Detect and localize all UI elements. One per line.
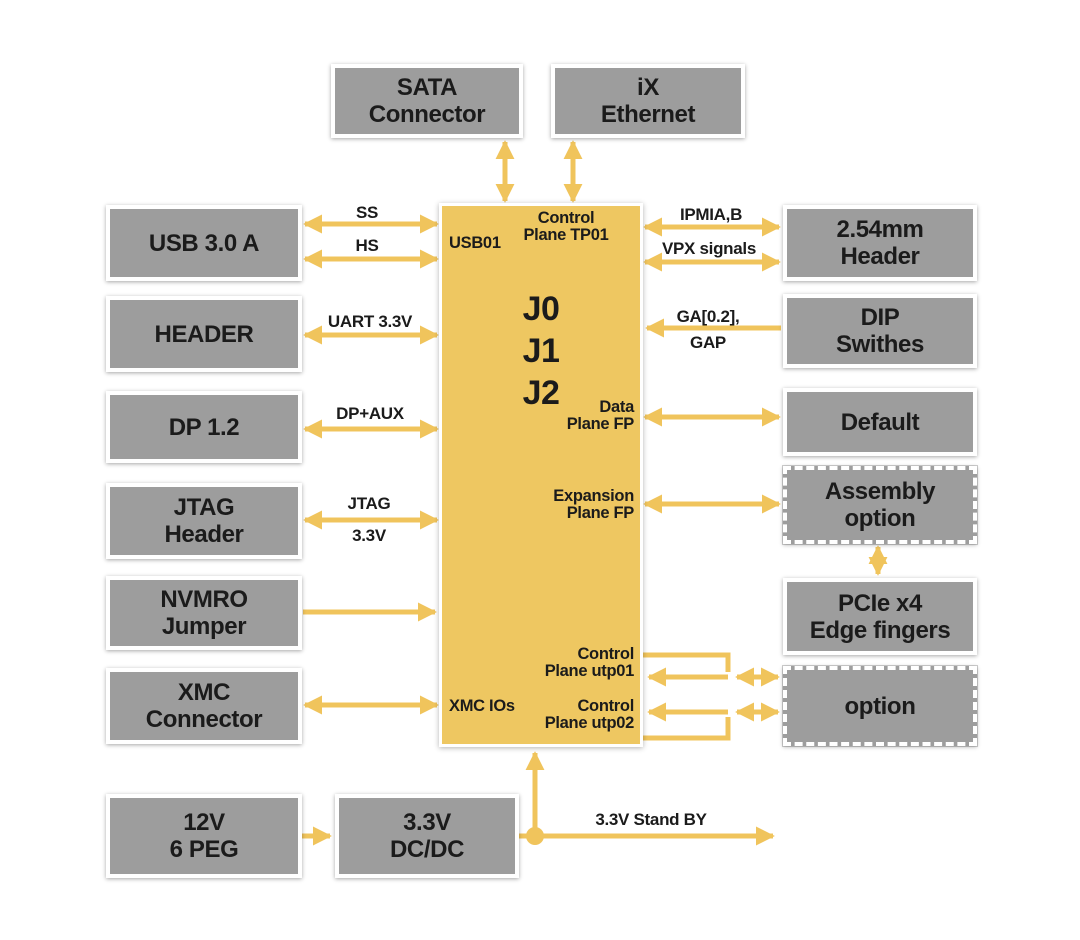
wire-label-hs: HS	[355, 236, 379, 255]
wire-label-uart: UART 3.3V	[327, 312, 413, 331]
block-label-j0-j1-j2: J0 J1 J2	[522, 290, 560, 412]
box-nvmro-jumper: NVMRO Jumper	[106, 576, 302, 650]
block-label-expansion-plane-fp: Expansion Plane FP	[553, 487, 634, 522]
box-254mm-header: 2.54mm Header	[783, 205, 977, 281]
wire-utp01-elbow	[642, 652, 731, 672]
box-dp-12: DP 1.2	[106, 391, 302, 463]
central-j0-j1-j2-block: USB01 Control Plane TP01 J0 J1 J2 Data P…	[439, 203, 643, 747]
wire-utp02-elbow	[642, 717, 731, 741]
box-default: Default	[783, 388, 977, 456]
block-label-control-plane-utp01: Control Plane utp01	[544, 645, 635, 680]
wire-label-vpx: VPX signals	[661, 239, 757, 258]
power-junction-dot	[526, 827, 544, 845]
block-label-usb01: USB01	[449, 234, 501, 252]
box-pcie-x4-edge-fingers: PCIe x4 Edge fingers	[783, 578, 977, 655]
block-label-control-plane-utp02: Control Plane utp02	[544, 697, 635, 732]
block-label-xmc-ios: XMC IOs	[449, 697, 515, 715]
block-label-data-plane-fp: Data Plane FP	[566, 398, 635, 433]
wire-label-ga-line2: GAP	[690, 333, 726, 352]
box-sata-connector: SATA Connector	[331, 64, 523, 138]
wire-label-ga-line1: GA[0.2],	[676, 307, 740, 326]
box-option: option	[783, 666, 977, 746]
wire-label-ss: SS	[355, 203, 379, 222]
box-33v-dcdc: 3.3V DC/DC	[335, 794, 519, 878]
wire-label-dp-aux: DP+AUX	[336, 404, 404, 423]
box-ix-ethernet: iX Ethernet	[551, 64, 745, 138]
box-header: HEADER	[106, 296, 302, 372]
box-12v-6peg: 12V 6 PEG	[106, 794, 302, 878]
box-jtag-header: JTAG Header	[106, 483, 302, 559]
box-usb-30-a: USB 3.0 A	[106, 205, 302, 281]
wire-label-standby: 3.3V Stand BY	[595, 810, 707, 829]
wire-label-ipmi: IPMIA,B	[679, 205, 743, 224]
box-assembly-option: Assembly option	[783, 466, 977, 544]
wire-label-jtag-line1: JTAG	[347, 494, 391, 513]
wire-label-jtag-line2: 3.3V	[352, 526, 386, 545]
box-dip-switches: DIP Swithes	[783, 294, 977, 368]
box-xmc-connector: XMC Connector	[106, 668, 302, 744]
block-label-control-plane-tp01: Control Plane TP01	[523, 209, 609, 244]
